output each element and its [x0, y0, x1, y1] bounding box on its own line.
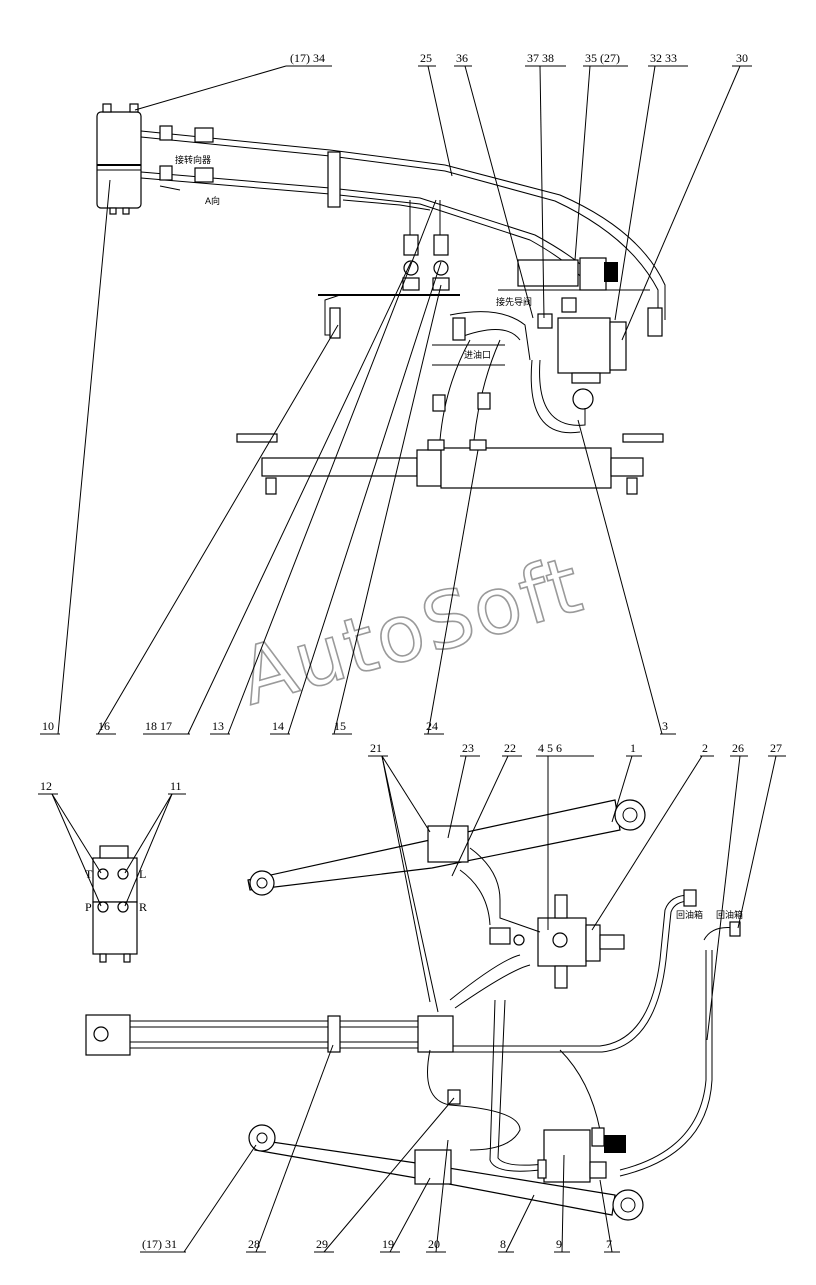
svg-text:32 33: 32 33: [650, 51, 677, 65]
callout-27: 27: [737, 741, 786, 929]
callout-1: 1: [611, 741, 642, 823]
svg-text:23: 23: [462, 741, 474, 755]
svg-text:3: 3: [662, 719, 668, 733]
note-return-tank-2: 回油箱: [716, 909, 743, 920]
callout-35-27: 35 (27): [574, 51, 628, 261]
callout-26: 26: [706, 741, 748, 1041]
svg-text:13: 13: [212, 719, 224, 733]
svg-text:14: 14: [272, 719, 284, 733]
callout-18-17: 18 17: [143, 261, 412, 735]
watermark: AutoSoft: [230, 539, 594, 724]
axle-cylinder: [236, 433, 664, 495]
callout-10: 10: [40, 179, 111, 735]
svg-text:11: 11: [170, 779, 182, 793]
svg-text:36: 36: [456, 51, 468, 65]
callout-9: 9: [554, 1154, 570, 1253]
svg-text:9: 9: [556, 1237, 562, 1251]
callout-8: 8: [498, 1194, 535, 1253]
top-assembly: [96, 103, 666, 495]
callout-29: 29: [314, 1097, 455, 1253]
callout-13: 13: [210, 199, 437, 735]
svg-text:22: 22: [504, 741, 516, 755]
callout-7: 7: [599, 1179, 620, 1253]
callout-4-5-6: 4 5 6: [536, 741, 594, 930]
callout-16: 16: [96, 324, 339, 735]
svg-text:27: 27: [770, 741, 782, 755]
steering-cylinder-upper: [247, 799, 646, 896]
callout-32-33: 32 33: [614, 51, 688, 321]
svg-text:8: 8: [500, 1237, 506, 1251]
callout-25: 25: [418, 51, 453, 177]
svg-text:37 38: 37 38: [527, 51, 554, 65]
port-p: P: [85, 900, 92, 914]
steering-cylinder-lower: [248, 1124, 644, 1221]
port-t: T: [85, 867, 93, 881]
watermark-text: AutoSoft: [230, 540, 592, 723]
port-l: L: [139, 867, 146, 881]
callout-28: 28: [246, 1044, 334, 1253]
callout-17-31: (17) 31: [140, 1144, 257, 1253]
note-pilot-valve: 接先导阀: [496, 296, 532, 307]
callout-22: 22: [451, 741, 522, 877]
svg-text:2: 2: [702, 741, 708, 755]
svg-text:10: 10: [42, 719, 54, 733]
note-view-a: A向: [205, 195, 220, 206]
callout-20: 20: [426, 1139, 449, 1253]
callout-21: 21: [368, 741, 439, 1013]
port-r: R: [139, 900, 147, 914]
callout-17-34: (17) 34: [134, 51, 332, 111]
note-steering-gear: 接转向器: [175, 154, 211, 165]
callout-23: 23: [447, 741, 480, 839]
svg-text:29: 29: [316, 1237, 328, 1251]
callout-36: 36: [454, 51, 534, 319]
svg-text:24: 24: [426, 719, 438, 733]
svg-text:35 (27): 35 (27): [585, 51, 620, 65]
svg-text:26: 26: [732, 741, 744, 755]
svg-text:4 5 6: 4 5 6: [538, 741, 562, 755]
bottom-assembly: [85, 799, 741, 1221]
svg-text:30: 30: [736, 51, 748, 65]
callout-19: 19: [380, 1177, 431, 1253]
callout-2: 2: [591, 741, 714, 931]
note-oil-in: 进油口: [464, 349, 491, 360]
svg-text:25: 25: [420, 51, 432, 65]
svg-text:1: 1: [630, 741, 636, 755]
callout-24: 24: [424, 449, 479, 735]
callout-30: 30: [621, 51, 752, 341]
note-return-tank-1: 回油箱: [676, 909, 703, 920]
callout-3: 3: [577, 419, 676, 735]
svg-text:28: 28: [248, 1237, 260, 1251]
svg-text:7: 7: [606, 1237, 612, 1251]
callout-14: 14: [270, 261, 442, 735]
callout-15: 15: [332, 284, 442, 735]
svg-text:20: 20: [428, 1237, 440, 1251]
svg-text:18 17: 18 17: [145, 719, 172, 733]
svg-text:(17) 31: (17) 31: [142, 1237, 177, 1251]
svg-text:19: 19: [382, 1237, 394, 1251]
callout-11: 11: [124, 779, 186, 907]
svg-text:21: 21: [370, 741, 382, 755]
callout-12: 12: [38, 779, 102, 907]
callout-37-38: 37 38: [525, 51, 566, 319]
steering-gear: [96, 103, 142, 215]
svg-text:12: 12: [40, 779, 52, 793]
priority-valve: [517, 257, 627, 410]
steering-valve: [489, 894, 625, 989]
svg-text:(17) 34: (17) 34: [290, 51, 325, 65]
